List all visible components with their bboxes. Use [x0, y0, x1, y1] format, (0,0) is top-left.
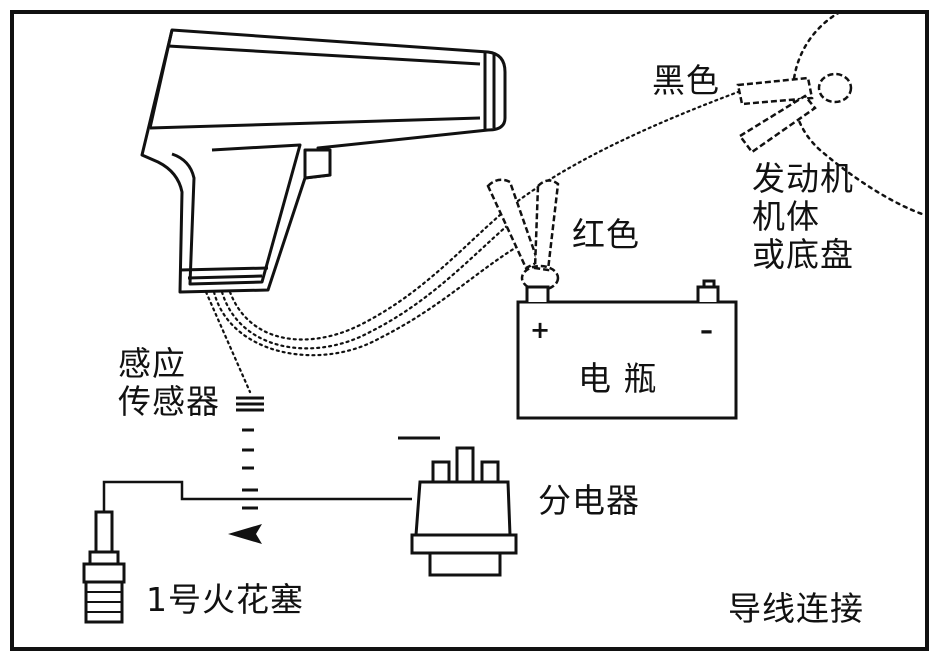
engine-ground-label-line2: 机体 — [752, 197, 820, 236]
spark-plug — [82, 510, 126, 624]
gun-cables — [204, 90, 740, 394]
diagram-frame — [10, 10, 929, 651]
engine-body-outline — [791, 10, 927, 217]
engine-ground-label-line1: 发动机 — [752, 159, 854, 198]
black-ground-clip — [736, 72, 853, 154]
black-clip-label: 黑色 — [652, 61, 720, 100]
spark-plug-lead — [102, 436, 440, 512]
battery-label: 电 瓶 — [578, 359, 658, 398]
caption: 导线连接 — [728, 589, 864, 628]
battery — [516, 279, 738, 420]
sensor-label-line2: 传感器 — [118, 382, 220, 421]
timing-light-gun — [140, 28, 507, 294]
inductive-sensor — [236, 396, 264, 510]
sensor-label-line1: 感应 — [118, 344, 186, 383]
sensor-label: 感应 传感器 — [118, 345, 220, 421]
engine-ground-label-line3: 或底盘 — [752, 235, 854, 274]
battery-minus-symbol: – — [700, 316, 713, 346]
spark-plug-label: 1号火花塞 — [146, 580, 304, 619]
red-clip-label: 红色 — [572, 215, 640, 254]
distributor — [410, 446, 518, 577]
sensor-arrow — [228, 524, 262, 544]
distributor-label: 分电器 — [538, 481, 640, 520]
battery-plus-symbol: + — [530, 316, 551, 344]
engine-ground-label: 发动机 机体 或底盘 — [752, 160, 854, 274]
